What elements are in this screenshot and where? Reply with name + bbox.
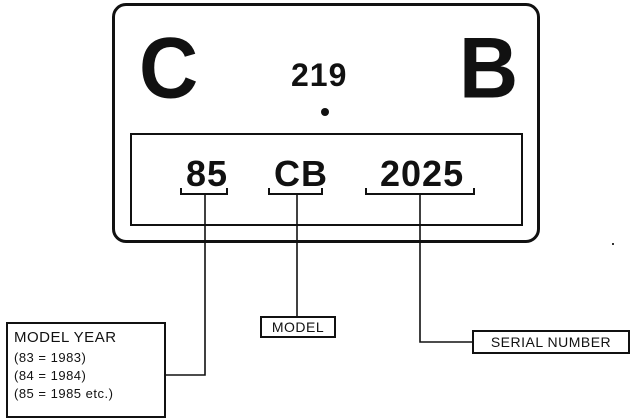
plate-number: 219 [291, 57, 348, 93]
callout-model-year-line: (85 = 1985 etc.) [14, 386, 114, 401]
callout-serial-number: SERIAL NUMBER [472, 330, 630, 354]
scan-speck [612, 243, 614, 245]
code-box: 85 CB 2025 [130, 133, 523, 226]
callout-model-year-line: (84 = 1984) [14, 368, 87, 383]
callout-model-year: MODEL YEAR (83 = 1983) (84 = 1984) (85 =… [6, 322, 166, 418]
code-serial-number: 2025 [380, 153, 465, 194]
callout-model-year-title: MODEL YEAR [14, 329, 117, 346]
plate-letter-left: C [139, 20, 199, 117]
plate-dot [321, 108, 329, 116]
identification-plate: C 219 B 85 CB 2025 [112, 3, 540, 243]
code-model-year: 85 [186, 153, 229, 194]
callout-model-year-line: (83 = 1983) [14, 350, 87, 365]
code-model: CB [274, 153, 328, 194]
plate-letter-right: B [459, 20, 519, 117]
callout-model: MODEL [260, 316, 336, 338]
